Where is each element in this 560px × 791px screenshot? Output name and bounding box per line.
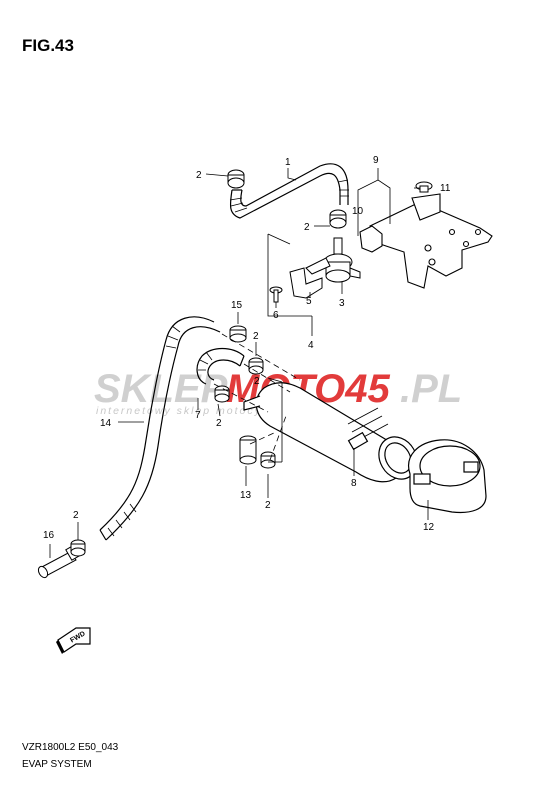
fwd-arrow-icon: FWD	[56, 627, 91, 654]
callout-2: 2	[73, 510, 79, 521]
callout-2: 2	[216, 418, 222, 429]
evap-canister	[243, 382, 418, 483]
long-drain-hose	[99, 316, 221, 541]
leader-lines	[49, 168, 429, 558]
hose-clamp	[229, 325, 247, 343]
callout-8: 8	[351, 478, 357, 489]
callout-14: 14	[100, 418, 112, 429]
valve-bracket	[289, 257, 331, 299]
callout-2: 2	[304, 222, 310, 233]
purge-valve	[323, 237, 361, 283]
hose-clamp	[248, 357, 264, 375]
callout-11: 11	[440, 183, 451, 194]
callout-3: 3	[339, 298, 345, 309]
canister-hose	[196, 347, 245, 385]
hose-clamp	[70, 539, 86, 557]
callout-4: 4	[308, 340, 314, 351]
callout-labels: 1 2 2 9 11 10 3 5 6 4 15 2 2 7 2 14 8 13…	[43, 155, 451, 541]
callout-6: 6	[273, 310, 279, 321]
callout-2: 2	[265, 500, 271, 511]
callout-2: 2	[196, 170, 202, 181]
watermark-part1: SKLEP	[94, 367, 228, 411]
callout-12: 12	[423, 522, 435, 533]
callout-10: 10	[352, 206, 364, 217]
callout-2: 2	[253, 331, 259, 342]
canister-bracket	[359, 193, 493, 289]
model-code: VZR1800L2 E50_043	[22, 742, 119, 753]
upper-breather-hose	[229, 163, 349, 219]
system-name: EVAP SYSTEM	[22, 759, 92, 770]
hose-clamp	[329, 209, 347, 229]
callout-5: 5	[306, 296, 312, 307]
canister-cover	[408, 439, 487, 514]
callout-15: 15	[231, 300, 243, 311]
mounting-screw	[415, 181, 433, 193]
watermark-part3: .PL	[400, 367, 462, 411]
callout-16: 16	[43, 530, 55, 541]
hose-cap	[239, 435, 257, 465]
callout-13: 13	[240, 490, 252, 501]
callout-9: 9	[373, 155, 379, 166]
callout-1: 1	[285, 157, 291, 168]
hose-clamp	[214, 385, 230, 403]
hose-clamp	[227, 169, 245, 189]
figure-title: FIG.43	[22, 36, 74, 55]
callout-7: 7	[195, 410, 201, 421]
hose-clamp	[260, 451, 276, 469]
bracket-screw	[269, 286, 283, 303]
callout-2: 2	[254, 376, 260, 387]
